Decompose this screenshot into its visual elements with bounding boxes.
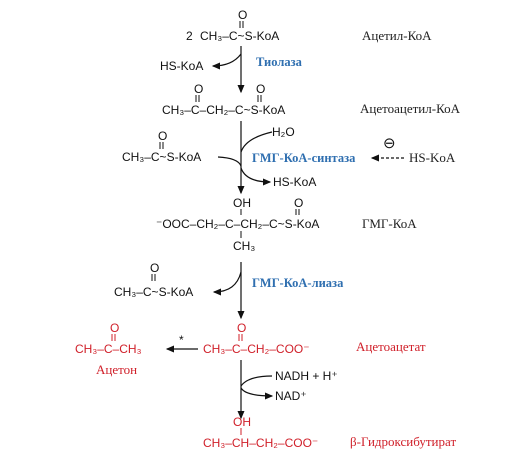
acetone-formula: CH₃–C–CH₃ [75, 342, 142, 356]
water-entry-arrow [240, 131, 273, 153]
acetoacetyl-carbonyl-o-1: O [194, 82, 203, 96]
hmg-coa-methyl: CH₃ [233, 239, 255, 253]
acetoacetyl-coa-molecule: O O CH₃–C–CH₂–C~S-KoA [162, 82, 285, 117]
spontaneous-star: * [179, 333, 184, 347]
hydroxybutyrate-label: β-Гидроксибутират [350, 434, 456, 449]
acetyl-coa-entry-arrow [217, 156, 242, 167]
nadh-reagent: NADH + H⁺ [275, 369, 338, 383]
inhibition-sign: ⊖ [383, 135, 396, 152]
nad-product: NAD⁺ [275, 389, 307, 403]
hs-coa-release-arrow [211, 53, 242, 70]
acetyl-coa-2-carbonyl-o: O [158, 129, 167, 143]
inhibitor-hs-coa: HS-KoA [409, 150, 456, 165]
acetyl-coa-3-molecule: O CH₃–C~S-KoA [114, 261, 193, 299]
nadh-entry-arrow [240, 375, 273, 387]
water-reagent: H₂O [272, 125, 295, 139]
acetyl-coa-carbonyl-o: O [238, 8, 247, 22]
acetyl-coa-label: Ацетил-КоА [362, 28, 432, 43]
hydroxybutyrate-formula: CH₃–CH–CH₂–COO⁻ [203, 436, 318, 450]
acetone-molecule: O CH₃–C–CH₃ [75, 321, 142, 356]
hmg-lyase-enzyme-label: ГМГ-КоА-лиаза [252, 276, 344, 290]
acetoacetate-label: Ацетоацетат [356, 339, 426, 354]
acetoacetyl-coa-formula: CH₃–C–CH₂–C~S-KoA [162, 103, 285, 117]
hmg-coa-hydroxyl: OH [233, 196, 251, 210]
hs-coa-product-1: HS-KoA [160, 59, 203, 73]
acetyl-coa-2-molecule: O CH₃–C~S-KoA [122, 129, 201, 164]
hmg-coa-label: ГМГ-КоА [362, 216, 417, 231]
hmg-coa-molecule: OH O ⁻OOC–CH₂–C–CH₂–C~S-KoA CH₃ [156, 196, 319, 253]
acetyl-coa-3-formula: CH₃–C~S-KoA [114, 285, 193, 299]
acetyl-coa-2-formula: CH₃–C~S-KoA [122, 150, 201, 164]
acetone-carbonyl-o: O [110, 321, 119, 335]
hs-coa-product-2: HS-KoA [273, 175, 316, 189]
hmg-coa-formula: ⁻OOC–CH₂–C–CH₂–C~S-KoA [156, 217, 319, 231]
nad-release-arrow [240, 387, 274, 400]
acetyl-coa-molecule: O 2 CH₃–C~S-KoA [186, 8, 279, 43]
acetoacetate-carbonyl-o: O [237, 321, 246, 335]
acetyl-coa-3-carbonyl-o: O [150, 261, 159, 275]
hs-coa-release-arrow-2 [240, 167, 272, 186]
acetyl-coa-formula: CH₃–C~S-KoA [200, 29, 279, 43]
acetyl-coa-coef: 2 [186, 29, 193, 43]
acetone-label: Ацетон [96, 362, 137, 377]
acetyl-coa-release-arrow [212, 271, 242, 296]
acetoacetate-molecule: O CH₃–C–CH₂–COO⁻ [203, 321, 310, 356]
acetoacetate-formula: CH₃–C–CH₂–COO⁻ [203, 342, 310, 356]
hydroxybutyrate-hydroxyl: OH [233, 415, 251, 429]
hmg-coa-carbonyl-o: O [294, 196, 303, 210]
acetoacetyl-coa-label: Ацетоацетил-КоА [360, 101, 461, 116]
hmg-synthase-enzyme-label: ГМГ-КоА-синтаза [252, 151, 356, 165]
thiolase-enzyme-label: Тиолаза [256, 55, 303, 69]
acetoacetyl-carbonyl-o-2: O [256, 82, 265, 96]
hydroxybutyrate-molecule: OH CH₃–CH–CH₂–COO⁻ [203, 415, 318, 450]
